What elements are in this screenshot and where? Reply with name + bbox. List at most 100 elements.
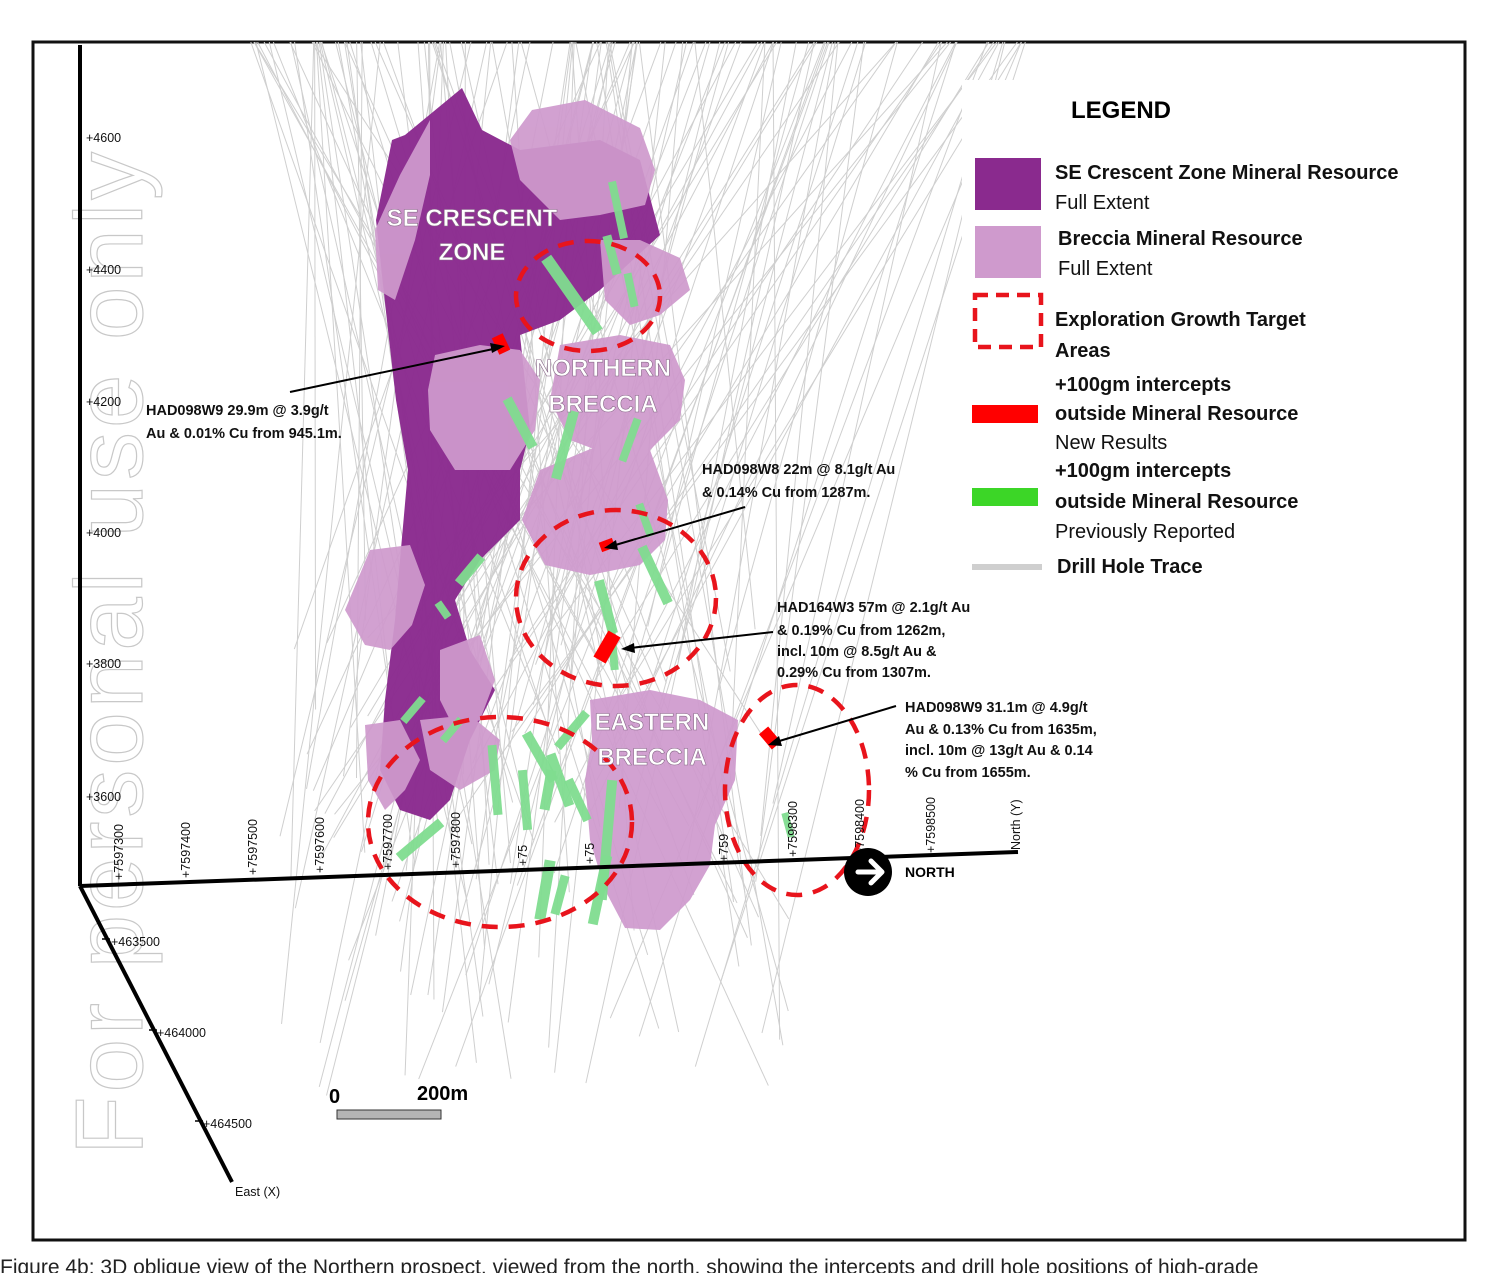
target-area-4	[722, 682, 872, 898]
drill-hole-trace	[611, 42, 810, 749]
north-arrow: NORTH	[844, 848, 955, 896]
legend-item-1-line2: Full Extent	[1055, 192, 1150, 214]
previous-intercept-bar	[539, 769, 557, 811]
easting-tick-464500: +464500	[203, 1117, 252, 1131]
legend-item-3-line1: Exploration Growth Target	[1055, 309, 1306, 331]
drill-hole-trace	[677, 42, 797, 661]
legend-item-2-line2: Full Extent	[1058, 258, 1153, 280]
arrow-right-icon	[855, 858, 885, 886]
previous-intercept-bar	[454, 553, 486, 587]
drill-hole-trace	[639, 42, 859, 717]
drill-hole-trace	[696, 42, 988, 818]
northing-tick-7597500: +7597500	[246, 819, 260, 875]
previous-intercept-bar	[517, 769, 533, 831]
drill-hole-trace	[755, 42, 865, 882]
drill-hole-trace	[638, 42, 752, 946]
drill-hole-trace	[731, 42, 766, 731]
legend-swatch-drill-trace	[972, 564, 1042, 570]
previous-intercept-bar	[623, 272, 639, 308]
northing-tick-partial-1: +75	[516, 845, 530, 866]
drill-hole-trace	[622, 42, 1022, 695]
previous-intercept-bar	[608, 180, 628, 240]
new-intercept-1	[491, 333, 511, 355]
previous-intercept-bar	[587, 854, 613, 926]
north-arrow-label: NORTH	[905, 864, 955, 880]
legend-item-4-line2: outside Mineral Resource	[1055, 403, 1298, 425]
scale-zero: 0	[329, 1086, 340, 1108]
drill-hole-trace	[694, 42, 1004, 1067]
previous-intercept-bar	[545, 752, 575, 808]
legend-background	[962, 80, 1452, 600]
zone-label-northern-2: BRECCIA	[548, 391, 657, 418]
previous-intercept-bar	[400, 695, 426, 725]
annotation-arrows	[289, 343, 897, 746]
previous-intercept-bar	[618, 417, 642, 463]
easting-axis	[78, 885, 234, 1183]
zone-label-se-crescent-2: ZONE	[439, 239, 506, 266]
easting-tick-463500: +463500	[111, 935, 160, 949]
target-area-1	[513, 238, 663, 354]
northing-tick-7597300: +7597300	[112, 824, 126, 880]
northing-tick-partial-2: +75	[583, 843, 597, 864]
legend-item-2-line1: Breccia Mineral Resource	[1058, 228, 1303, 250]
previous-intercept-bar	[487, 744, 503, 816]
drill-hole-trace	[315, 42, 366, 853]
legend: LEGEND SE Crescent Zone Mineral Resource…	[962, 80, 1452, 600]
elevation-tick-4400: +4400	[86, 263, 121, 277]
elevation-tick-4000: +4000	[86, 526, 121, 540]
drill-hole-trace	[760, 42, 839, 837]
target-area-2	[513, 507, 719, 689]
previous-intercept-bar	[551, 409, 579, 481]
northing-tick-7598500: +7598500	[924, 797, 938, 853]
drill-hole-trace	[356, 42, 367, 621]
scale-length: 200m	[417, 1083, 468, 1105]
previous-intercept-bar	[434, 600, 452, 620]
previous-intercept-bar	[554, 709, 590, 751]
drill-hole-trace	[445, 42, 815, 635]
previous-intercept-bar	[564, 777, 592, 823]
drill-hole-trace	[458, 42, 943, 740]
drill-hole-trace	[772, 42, 781, 1040]
easting-tick-464000: +464000	[157, 1026, 206, 1040]
northing-tick-7597800: +7597800	[449, 812, 463, 868]
previous-intercept-bar	[502, 396, 538, 450]
elevation-tick-3600: +3600	[86, 790, 121, 804]
annotation-had098w9-a: HAD098W9 29.9m @ 3.9g/t Au & 0.01% Cu fr…	[146, 403, 342, 442]
drill-hole-trace	[314, 42, 317, 710]
elevation-tick-4200: +4200	[86, 395, 121, 409]
previous-intercept-bar	[541, 254, 603, 336]
annotation-had164w3: HAD164W3 57m @ 2.1g/t Au & 0.19% Cu from…	[777, 600, 974, 681]
drill-hole-trace	[448, 42, 995, 831]
northing-tick-7597600: +7597600	[313, 817, 327, 873]
previous-intercept-bar	[395, 818, 445, 862]
new-intercept-3	[593, 630, 621, 664]
zone-label-se-crescent-1: SE CRESCENT	[387, 205, 558, 232]
drill-hole-trace	[554, 42, 957, 823]
legend-item-6-line1: Drill Hole Trace	[1057, 556, 1203, 578]
legend-item-4-line3: New Results	[1055, 432, 1167, 454]
drill-hole-trace	[281, 42, 381, 1025]
northing-tick-7597700: +7597700	[381, 814, 395, 870]
legend-item-4-line1: +100gm intercepts	[1055, 374, 1231, 396]
northing-tick-7598300: +7598300	[786, 801, 800, 857]
legend-swatch-prev-intercepts	[972, 488, 1038, 506]
legend-swatch-new-intercepts	[972, 405, 1038, 423]
drill-hole-trace	[290, 42, 315, 878]
exploration-target-areas	[365, 238, 872, 930]
legend-title: LEGEND	[1071, 97, 1171, 124]
annotation-had098w9-b: HAD098W9 31.1m @ 4.9g/t Au & 0.13% Cu fr…	[905, 700, 1101, 781]
legend-item-5-line1: +100gm intercepts	[1055, 460, 1231, 482]
north-axis-label: North (Y)	[1009, 799, 1023, 850]
elevation-tick-4600: +4600	[86, 131, 121, 145]
zone-label-northern-1: NORTHERN	[535, 355, 671, 382]
legend-item-3-line2: Areas	[1055, 340, 1111, 362]
legend-swatch-target	[972, 292, 1044, 350]
legend-item-5-line3: Previously Reported	[1055, 521, 1235, 543]
northing-tick-7598400: +7598400	[853, 799, 867, 855]
legend-swatch-breccia	[975, 226, 1041, 278]
zone-label-eastern-2: BRECCIA	[597, 744, 706, 771]
annotation-had098w8: HAD098W8 22m @ 8.1g/t Au & 0.14% Cu from…	[702, 462, 899, 501]
previous-intercept-bar	[550, 874, 570, 916]
previous-intercept-bar	[594, 579, 618, 635]
northing-tick-7597400: +7597400	[179, 822, 193, 878]
